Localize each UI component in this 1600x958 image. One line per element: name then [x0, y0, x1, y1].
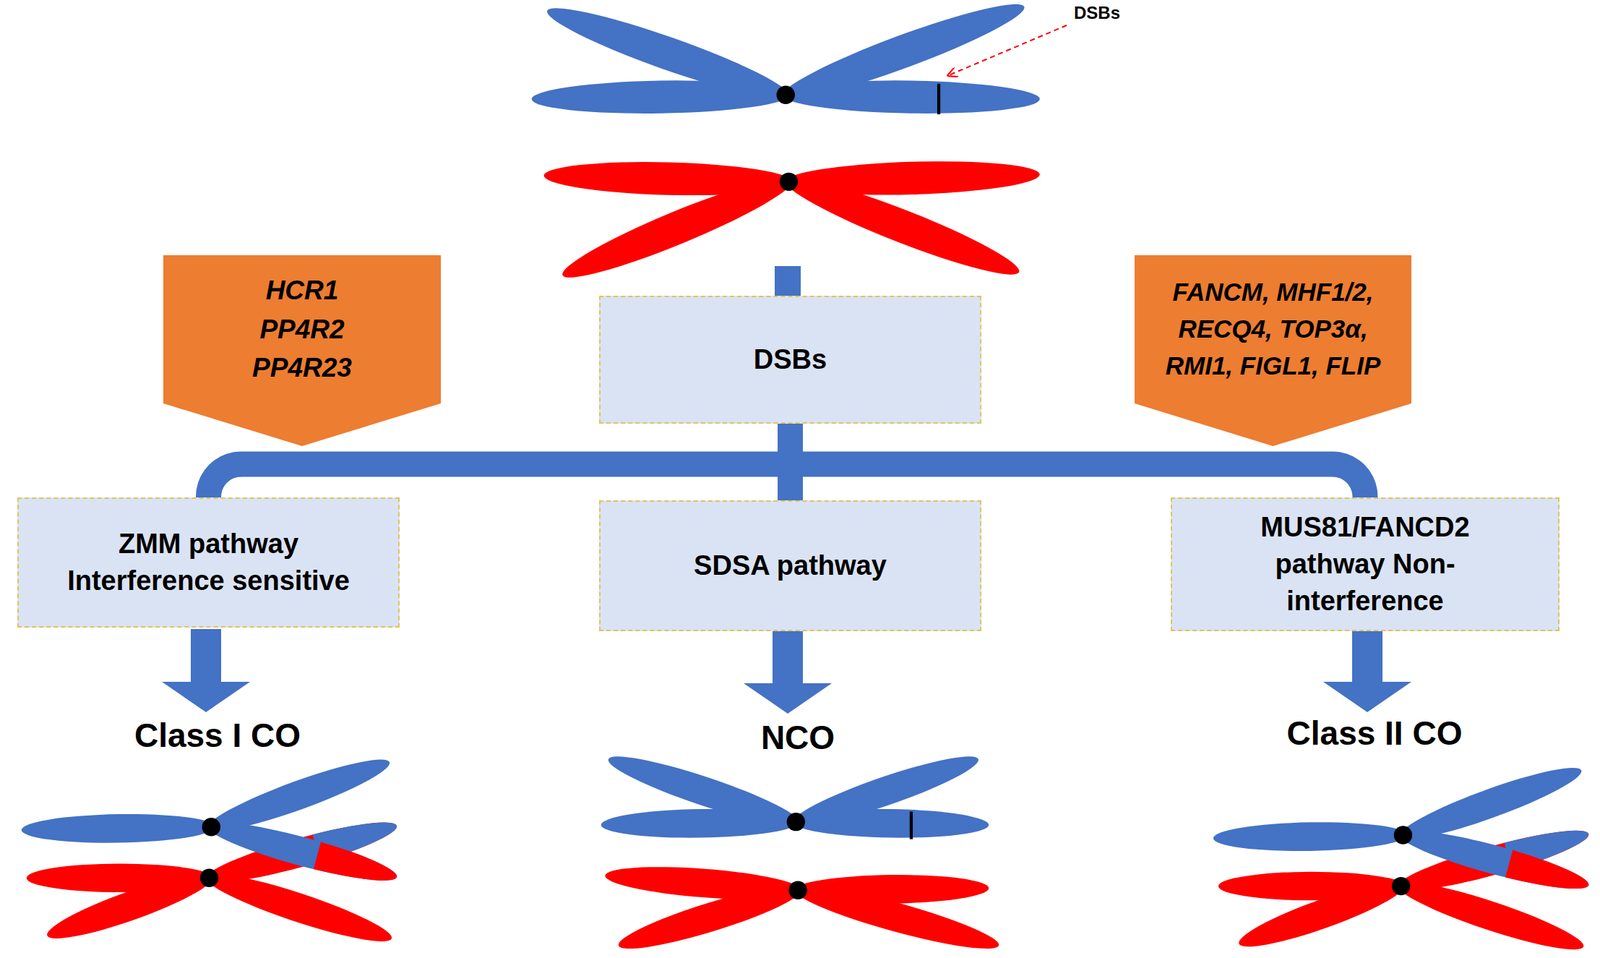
- chromosome-illustration: [20, 0, 1593, 958]
- process-box: ZMM pathway Interference sensitive: [17, 497, 400, 628]
- process-box: MUS81/FANCD2 pathway Non-interference: [1170, 497, 1560, 631]
- arm-shape: [781, 78, 1040, 116]
- chromosome-arm: [531, 78, 790, 116]
- arm-shape: [779, 164, 1025, 287]
- chromosome-arm: [1393, 819, 1593, 901]
- centromere: [202, 817, 221, 836]
- arm-shape: [600, 807, 800, 840]
- centromere: [786, 812, 806, 831]
- chromosome-arm: [203, 811, 402, 891]
- chromosome-arm: [779, 164, 1025, 287]
- outcome-label: Class I CO: [134, 715, 301, 755]
- arm-shape: [556, 164, 799, 290]
- text-holder: SDSA pathway: [620, 547, 961, 584]
- outcome-label: NCO: [760, 717, 835, 757]
- chromosome-arm: [1395, 819, 1593, 899]
- arm-shape: [789, 875, 1003, 958]
- text-holder: ZMM pathway Interference sensitive: [49, 525, 368, 600]
- chromosome-arm: [781, 78, 1040, 116]
- chromosome-arm: [556, 164, 799, 290]
- arm-shape: [531, 78, 790, 116]
- callout-pentagon: [1134, 255, 1412, 446]
- dsb-label: DSBs: [1073, 2, 1121, 24]
- box-label: SDSA pathway: [620, 547, 961, 584]
- down-arrow: [161, 628, 251, 712]
- dsb-pointer: [948, 25, 1067, 76]
- text-holder: DSBs: [624, 341, 957, 378]
- arm-shape: [1395, 819, 1593, 899]
- text-holder: FANCM, MHF1/2, RECQ4, TOP3α, RMI1, FIGL1…: [1134, 255, 1412, 404]
- centromere: [200, 868, 219, 887]
- box-label: DSBs: [624, 341, 957, 378]
- chromosome-arm: [1234, 870, 1410, 957]
- arm-shape: [20, 812, 216, 845]
- arm-shape: [42, 862, 219, 949]
- chromosome-arm: [614, 875, 806, 958]
- chromosome-arm: [201, 811, 402, 893]
- process-box: SDSA pathway: [599, 500, 982, 631]
- outcome-label: Class II CO: [1287, 713, 1463, 753]
- arm-shape: [203, 811, 402, 891]
- text-holder: HCR1 PP4R2 PP4R23: [163, 255, 441, 404]
- chromosome-arm: [20, 812, 216, 845]
- text-holder: MUS81/FANCD2 pathway Non-interference: [1235, 508, 1496, 621]
- arm-shape: [1213, 820, 1408, 853]
- chromosome-arm: [1213, 820, 1408, 853]
- arm-shape: [791, 807, 989, 840]
- box-label: ZMM pathway Interference sensitive: [49, 525, 368, 600]
- box-label: MUS81/FANCD2 pathway Non-interference: [1235, 508, 1496, 621]
- centromere: [788, 880, 807, 900]
- arm-shape: [614, 875, 806, 958]
- gene-callout: HCR1 PP4R2 PP4R23: [163, 255, 441, 446]
- dsb-mark: [937, 83, 941, 115]
- centromere: [779, 172, 798, 191]
- arm-shape: [201, 811, 402, 893]
- gene-callout: FANCM, MHF1/2, RECQ4, TOP3α, RMI1, FIGL1…: [1134, 255, 1412, 446]
- connector-group: [208, 423, 1366, 501]
- gene-list: FANCM, MHF1/2, RECQ4, TOP3α, RMI1, FIGL1…: [1154, 273, 1393, 384]
- centromere: [1391, 876, 1410, 895]
- chromosome-arm: [791, 807, 989, 840]
- arm-shape: [1393, 819, 1593, 901]
- connector-bar: [774, 265, 801, 298]
- arm-shape: [1234, 870, 1410, 957]
- chromosome-arm: [600, 807, 800, 840]
- down-arrow: [743, 630, 832, 714]
- crossover-segment: [313, 841, 401, 890]
- callout-pentagon: [163, 255, 441, 446]
- gene-list: HCR1 PP4R2 PP4R23: [237, 271, 368, 388]
- centromere: [1394, 825, 1413, 844]
- process-box: DSBs: [599, 295, 982, 424]
- chromosome-arm: [42, 862, 219, 949]
- centromere: [776, 85, 795, 105]
- crossover-segment: [1505, 849, 1593, 899]
- chromosome-arm: [789, 875, 1003, 958]
- down-arrow: [1323, 630, 1412, 712]
- dsb-mark: [909, 811, 913, 840]
